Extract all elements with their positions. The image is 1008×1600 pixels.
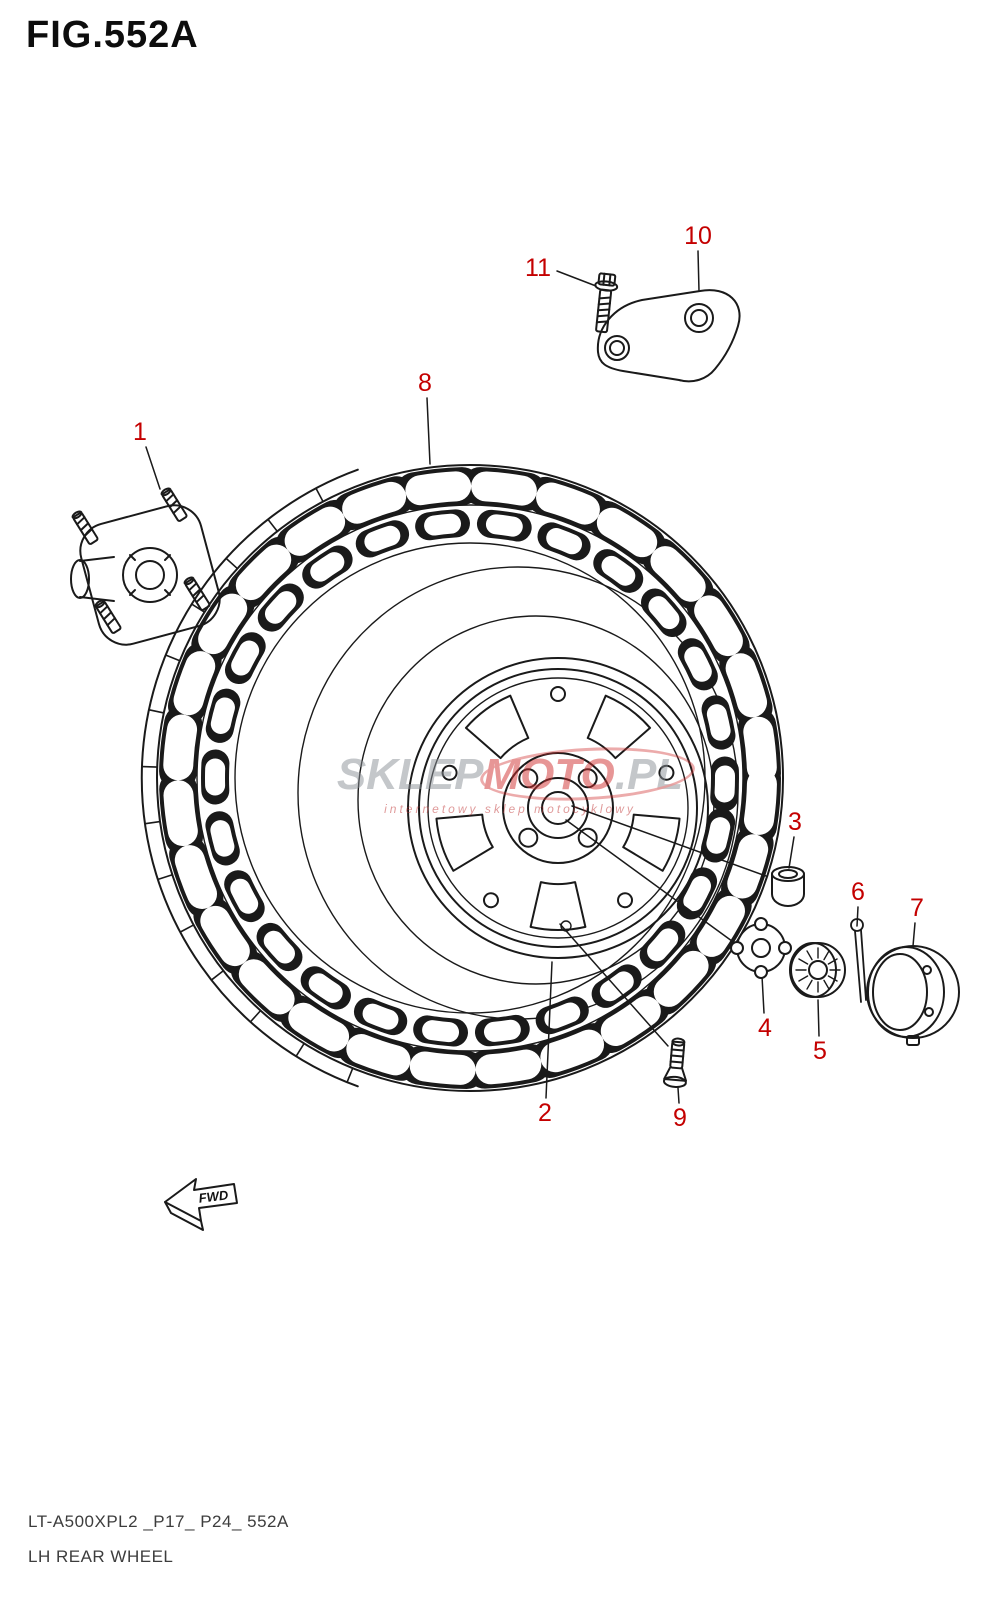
flange-bolt-part [594, 272, 619, 334]
lock-washer-part [730, 917, 792, 979]
cotter-pin-part [850, 918, 867, 1003]
fwd-arrow-label: FWD [198, 1187, 230, 1206]
hub-cap-part [866, 945, 960, 1046]
splined-joint-part [789, 942, 846, 998]
axle-nut-part [771, 866, 805, 907]
valve-stem-part [662, 1037, 688, 1088]
footer-figure-name: LH REAR WHEEL [28, 1547, 174, 1566]
rim-wheel-part [407, 657, 709, 959]
figure-title: FIG.552A [26, 14, 199, 56]
fwd-arrow [164, 1178, 238, 1231]
leader-lines [145, 250, 916, 1104]
tire-part [140, 464, 784, 1092]
footer-model-code: LT-A500XPL2 _P17_ P24_ 552A [28, 1512, 289, 1531]
hub-flange-part [70, 486, 221, 646]
bracket-part [596, 289, 741, 383]
